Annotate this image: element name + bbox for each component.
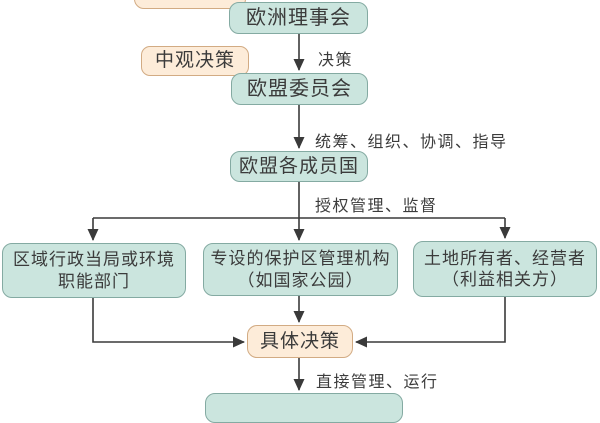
node-specific-decision: 具体决策 xyxy=(247,325,353,358)
edge-label-direct-manage: 直接管理、运行 xyxy=(316,374,439,391)
node-european-council-label: 欧洲理事会 xyxy=(246,6,351,29)
edge-label-decision: 决策 xyxy=(318,52,354,69)
node-meso-decision-text: 中观决策 xyxy=(154,50,235,72)
arrow-landowners-to-decision xyxy=(355,297,506,348)
node-specific-decision-label: 具体决策 xyxy=(259,330,340,352)
node-eu-commission: 欧盟委员会 xyxy=(231,73,368,105)
node-protected-area-agency: 专设的保护区管理机构 （如国家公园） xyxy=(203,243,398,296)
node-eu-member-states: 欧盟各成员国 xyxy=(230,151,368,182)
node-landowners-line1: 土地所有者、经营者 xyxy=(424,248,586,268)
node-landowners: 土地所有者、经营者 （利益相关方） xyxy=(413,241,597,297)
node-protected-area-agency-line2: （如国家公园） xyxy=(237,270,364,290)
arrow-regional-to-decision xyxy=(92,298,245,348)
node-protected-area-agency-line1: 专设的保护区管理机构 xyxy=(210,249,391,269)
node-regional-authority: 区域行政当局或环境 职能部门 xyxy=(2,243,186,298)
flow-connectors xyxy=(87,34,511,391)
edge-label-coordinate-organize: 统筹、组织、协调、指导 xyxy=(315,134,508,151)
node-regional-authority-line2: 职能部门 xyxy=(58,271,130,291)
node-eu-member-states-label: 欧盟各成员国 xyxy=(238,155,359,177)
node-meso-decision-label: 中观决策 xyxy=(141,46,249,76)
node-bottom-cutoff xyxy=(205,393,403,423)
edge-label-authorize-supervise: 授权管理、监督 xyxy=(315,198,438,215)
node-regional-authority-line1: 区域行政当局或环境 xyxy=(13,250,175,270)
node-landowners-line2: （利益相关方） xyxy=(442,270,568,289)
node-eu-commission-label: 欧盟委员会 xyxy=(247,77,352,100)
node-european-council: 欧洲理事会 xyxy=(229,2,368,34)
